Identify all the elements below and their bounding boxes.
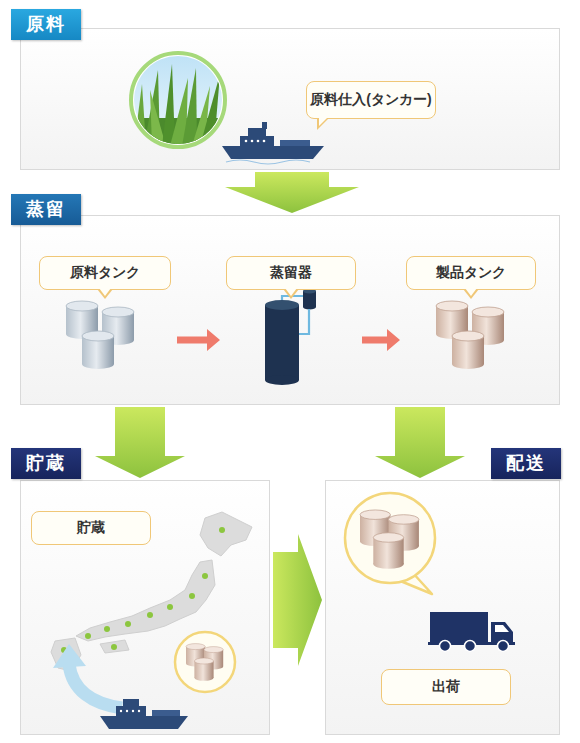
callout-text: 製品タンク — [436, 264, 506, 282]
stage-panel: 蒸留原料タンク蒸留器製品タンク — [20, 215, 560, 405]
callout-bubble: 原料タンク — [39, 256, 171, 290]
stage-flow-arrow — [273, 534, 322, 666]
callout-bubble: 出荷 — [381, 669, 511, 705]
callout-text: 原料タンク — [70, 264, 140, 282]
stage-panel: 配送出荷 — [325, 480, 560, 735]
stage-tab: 貯蔵 — [11, 448, 81, 479]
stage-panel: 原料原料仕入(タンカー) — [20, 28, 560, 170]
stage-tab: 蒸留 — [11, 194, 81, 225]
callout-bubble: 蒸留器 — [226, 256, 356, 290]
callout-text: 蒸留器 — [270, 264, 312, 282]
stage-flow-arrow — [225, 172, 359, 213]
callout-text: 貯蔵 — [77, 519, 105, 537]
callout-text: 原料仕入(タンカー) — [310, 91, 431, 109]
stage-flow-arrow — [95, 407, 185, 478]
callout-text: 出荷 — [432, 678, 460, 696]
stage-panel: 貯蔵貯蔵 — [20, 480, 270, 735]
stage-tab: 配送 — [491, 448, 561, 479]
callout-bubble: 貯蔵 — [31, 511, 151, 545]
stage-flow-arrow — [375, 407, 465, 478]
callout-bubble: 原料仕入(タンカー) — [306, 81, 436, 119]
callout-bubble: 製品タンク — [406, 256, 536, 290]
stage-tab: 原料 — [11, 9, 81, 40]
